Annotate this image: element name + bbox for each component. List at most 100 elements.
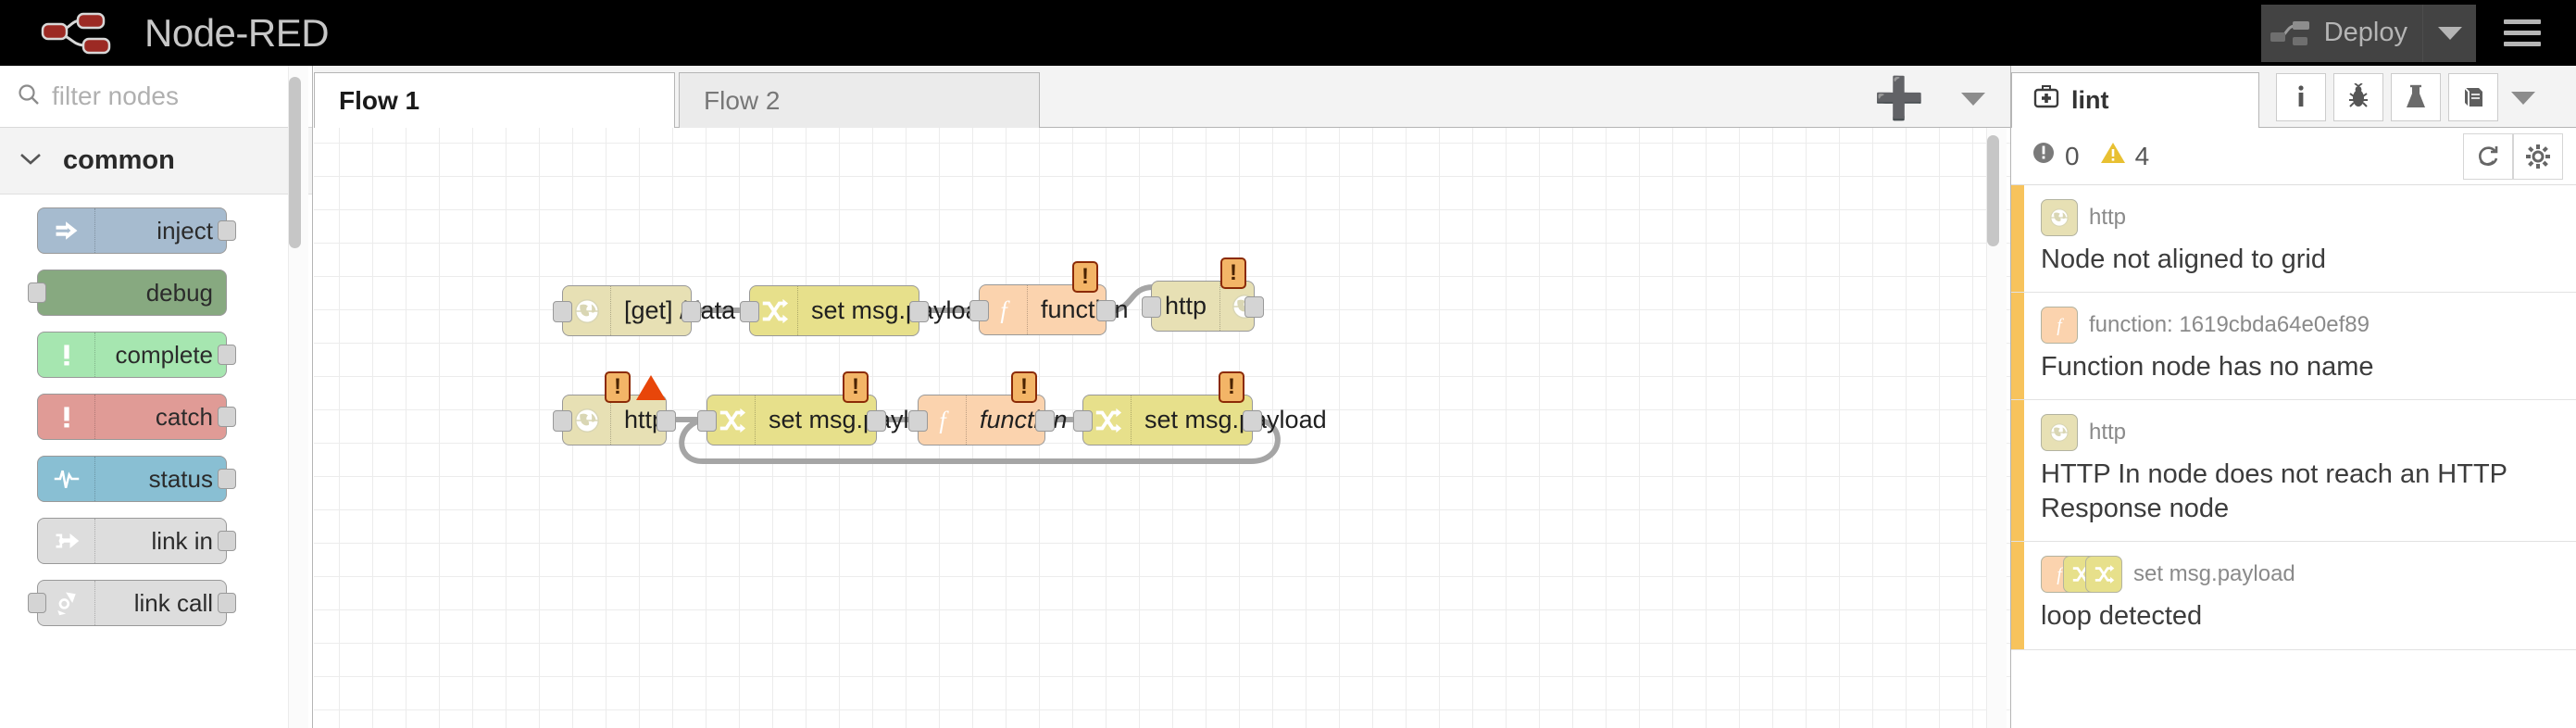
input-port[interactable] [553, 301, 572, 322]
output-port[interactable] [1096, 300, 1116, 321]
fx-icon: f [939, 407, 949, 433]
flow-node-n1[interactable]: [get] /data [553, 285, 735, 336]
output-port[interactable] [657, 410, 676, 432]
palette-scrollbar-thumb[interactable] [289, 77, 301, 248]
output-port[interactable] [218, 407, 236, 427]
flow-node-label: [get] /data [624, 296, 736, 324]
flow-node-n3[interactable]: f function! [969, 261, 1129, 335]
output-port[interactable] [1243, 410, 1262, 432]
palette-node-complete[interactable]: complete [37, 332, 236, 378]
lint-item[interactable]: http Node not aligned to grid [2011, 185, 2576, 294]
input-port[interactable] [908, 410, 928, 432]
warning-triangle-icon [2100, 141, 2126, 171]
node-warning-badge[interactable]: ! [1219, 371, 1244, 403]
output-port[interactable] [218, 220, 236, 241]
output-port[interactable] [682, 301, 701, 322]
output-port[interactable] [218, 345, 236, 365]
tab-flow-1[interactable]: Flow 1 [314, 72, 675, 128]
lint-message: Node not aligned to grid [2041, 245, 2326, 274]
node-warning-badge[interactable]: ! [605, 371, 631, 403]
editor-main: Flow 1 Flow 2 ➕ [314, 66, 2010, 728]
node-warning-badge[interactable]: ! [1072, 261, 1098, 293]
chevron-down-icon [2437, 26, 2462, 40]
flow-menu-button[interactable] [1936, 93, 2010, 106]
lint-severity-stripe [2011, 542, 2024, 649]
flow-canvas[interactable]: [get] /data set msg.payload f function! … [314, 128, 2010, 728]
pulse-icon [54, 470, 79, 489]
sidebar-expand-button[interactable] [2511, 92, 2535, 127]
input-port[interactable] [1142, 296, 1161, 318]
input-port[interactable] [28, 282, 46, 303]
pulse-icon [38, 457, 95, 501]
flow-node-label: function 1 [980, 406, 1089, 433]
palette-node-debug[interactable]: debug [28, 270, 227, 316]
settings-button[interactable] [2513, 132, 2563, 180]
palette-node-catch[interactable]: catch [37, 394, 236, 440]
input-port[interactable] [28, 593, 46, 613]
book-icon [2464, 87, 2482, 107]
output-port[interactable] [867, 410, 886, 432]
right-sidebar: lint [2010, 66, 2576, 728]
output-port[interactable] [218, 593, 236, 613]
search-icon [17, 82, 41, 111]
search-input[interactable] [52, 82, 293, 111]
refresh-button[interactable] [2463, 132, 2513, 180]
canvas-scrollbar-track[interactable] [1986, 128, 2007, 728]
output-port[interactable] [218, 469, 236, 489]
flow-node-label: function [1041, 295, 1129, 323]
shuffle-icon [750, 286, 798, 335]
node-warning-badge[interactable]: ! [843, 371, 869, 403]
node-warning-badge[interactable]: ! [1011, 371, 1037, 403]
node-warning-badge[interactable]: ! [1220, 257, 1246, 289]
flow-node-n7[interactable]: f function 1! [908, 371, 1088, 446]
palette-search[interactable] [0, 66, 312, 128]
globe-icon [2050, 208, 2069, 227]
palette-category-label: common [63, 145, 175, 175]
deploy-dropdown-button[interactable] [2422, 4, 2476, 62]
output-port[interactable] [218, 531, 236, 551]
flow-node-n5[interactable]: http! [553, 371, 676, 446]
debug-button[interactable] [2333, 73, 2383, 121]
flow-node-n2[interactable]: set msg.payload [740, 285, 994, 336]
input-port[interactable] [1073, 410, 1093, 432]
node-error-triangle-icon[interactable] [636, 375, 666, 400]
palette-node-link-call[interactable]: link call [28, 580, 236, 626]
flow-node-n4[interactable]: http! [1142, 257, 1264, 332]
canvas-scrollbar-thumb[interactable] [1987, 135, 1999, 246]
input-port[interactable] [969, 300, 989, 321]
lint-item[interactable]: f function: 1619cbda64e0ef89 Function no… [2011, 293, 2576, 401]
palette-node-label: status [148, 464, 213, 493]
flow-node-n8[interactable]: set msg.payload! [1073, 371, 1327, 446]
sidebar-tab-label: lint [2071, 86, 2109, 114]
tab-lint[interactable]: lint [2011, 72, 2259, 128]
lint-item[interactable]: f set msg.payload loop detected [2011, 542, 2576, 650]
palette-node-status[interactable]: status [37, 456, 236, 502]
input-port[interactable] [697, 410, 717, 432]
palette-node-label: link in [151, 526, 213, 555]
tab-flow-2[interactable]: Flow 2 [679, 72, 1040, 128]
context-button[interactable] [2391, 73, 2441, 121]
exclamation-icon [38, 333, 95, 377]
output-port[interactable] [1035, 410, 1055, 432]
link-in-icon [38, 519, 95, 563]
lint-item[interactable]: http HTTP In node does not reach an HTTP… [2011, 400, 2576, 543]
input-port[interactable] [740, 301, 759, 322]
palette-node-inject[interactable]: inject [37, 207, 236, 254]
add-flow-button[interactable]: ➕ [1862, 79, 1936, 119]
input-port[interactable] [553, 410, 572, 432]
fx-icon: f [2057, 315, 2064, 335]
palette-node-link-in[interactable]: link in [37, 518, 236, 564]
lint-source: set msg.payload [2133, 561, 2295, 587]
info-button[interactable] [2276, 73, 2326, 121]
lint-node-icons: f [2041, 306, 2078, 345]
lint-source: function: 1619cbda64e0ef89 [2089, 312, 2370, 338]
hamburger-menu-icon[interactable] [2504, 19, 2541, 46]
deploy-button[interactable]: Deploy [2260, 4, 2476, 62]
help-button[interactable] [2448, 73, 2498, 121]
output-port[interactable] [1244, 296, 1264, 318]
palette-category-common[interactable]: common [0, 128, 312, 195]
palette-scrollbar-track[interactable] [288, 66, 308, 728]
flow-node-n6[interactable]: set msg.payload! [697, 371, 951, 446]
error-count-group: 0 4 [2032, 141, 2149, 171]
output-port[interactable] [909, 301, 929, 322]
